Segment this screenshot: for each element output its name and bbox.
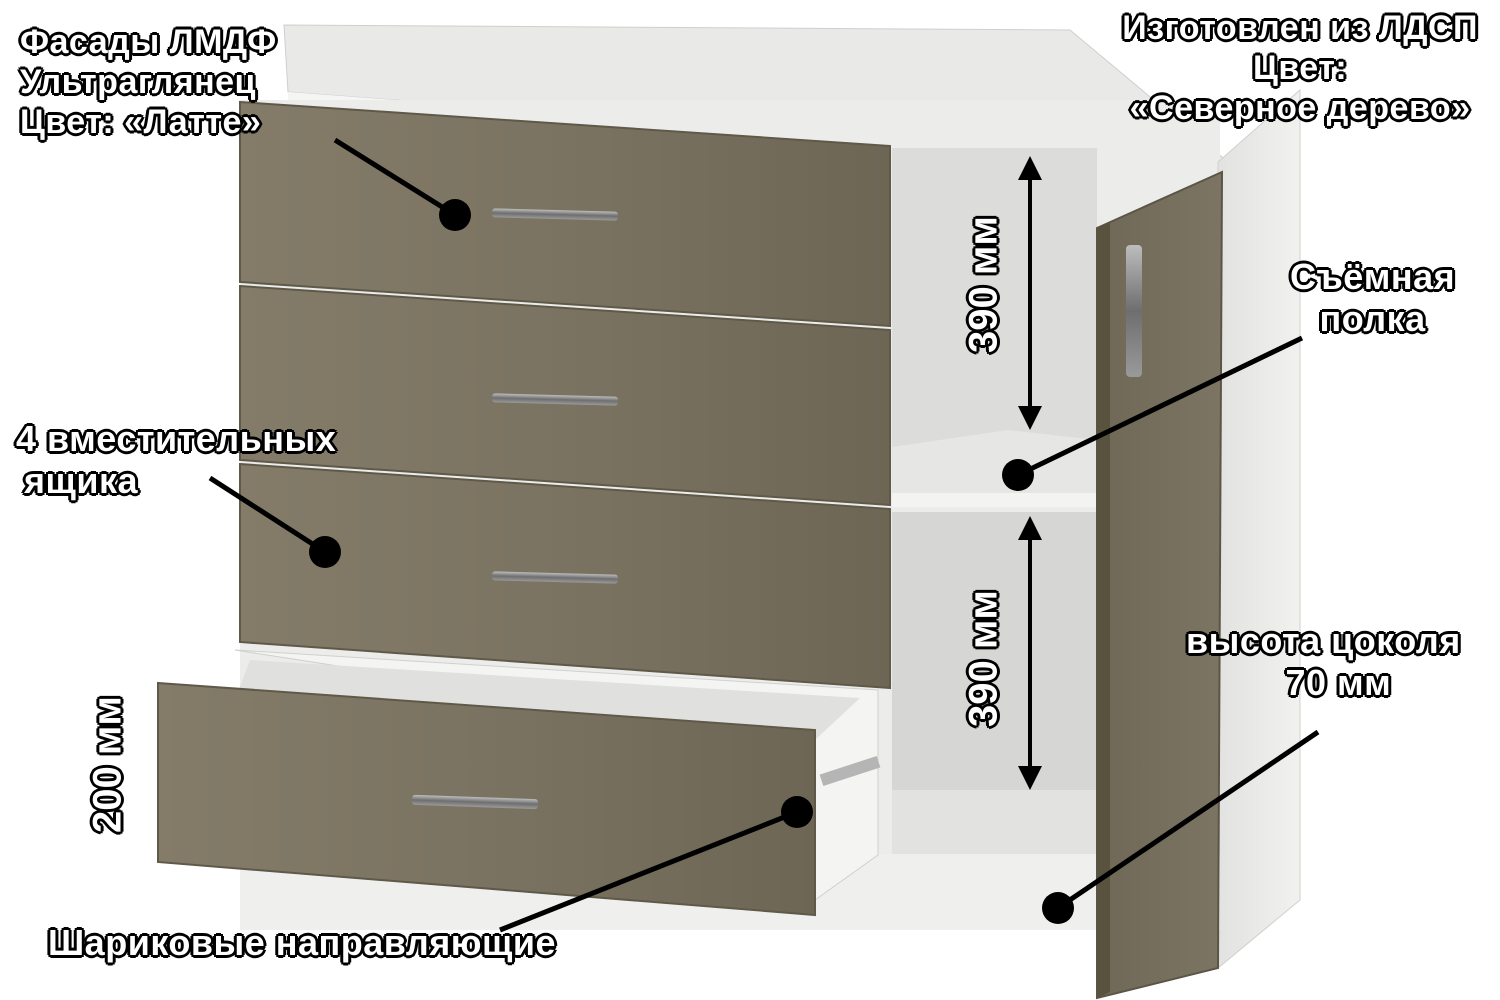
drawer-height-dimension-label: 200 мм bbox=[85, 695, 130, 834]
marker-shelf bbox=[1002, 459, 1034, 491]
callout-plinth: высота цоколя 70 мм bbox=[1186, 620, 1461, 705]
facades-line-1: Фасады ЛМДФ bbox=[20, 23, 277, 61]
callout-leaders bbox=[208, 137, 1320, 933]
slides-label: Шариковые направляющие bbox=[48, 922, 557, 963]
handle-drawer-2 bbox=[491, 393, 619, 406]
drawers-line-2: ящика bbox=[24, 460, 139, 502]
right-side-panel bbox=[1217, 88, 1301, 970]
ball-slide-rail bbox=[819, 756, 881, 786]
callout-facades: Фасады ЛМДФ Ультраглянец Цвет: «Латте» bbox=[20, 22, 277, 142]
shelf-top-face bbox=[892, 493, 1097, 507]
shelf-line-2: полка bbox=[1319, 298, 1426, 340]
drawer-4-inner bbox=[235, 660, 860, 740]
material-line-2: Цвет: bbox=[1253, 49, 1348, 88]
handle-drawer-4 bbox=[411, 794, 539, 810]
upper-niche-dimension-label: 390 мм bbox=[961, 215, 1006, 354]
drawers-line-1: 4 вместительных bbox=[16, 418, 337, 459]
shelf-surface bbox=[892, 430, 1097, 493]
handle-door bbox=[1126, 245, 1142, 377]
callout-slides: Шариковые направляющие bbox=[48, 922, 556, 964]
lower-niche-dimension-label: 390 мм bbox=[961, 589, 1006, 728]
material-line-3: «Северное дерево» bbox=[1129, 89, 1471, 128]
facades-line-2: Ультраглянец bbox=[20, 63, 256, 102]
shelf-line-1: Съёмная bbox=[1290, 256, 1456, 297]
handle-drawer-1 bbox=[491, 208, 619, 221]
drawer-handles bbox=[411, 208, 1142, 810]
marker-slides bbox=[781, 796, 813, 828]
plinth-line-1: высота цоколя bbox=[1186, 620, 1461, 661]
callout-shelf: Съёмная полка bbox=[1290, 256, 1455, 341]
callout-material: Изготовлен из ЛДСП Цвет: «Северное дерев… bbox=[1122, 8, 1478, 128]
door-edge bbox=[1097, 222, 1110, 998]
door-panel bbox=[1096, 170, 1224, 1000]
material-line-1: Изготовлен из ЛДСП bbox=[1122, 9, 1478, 47]
callout-markers bbox=[309, 199, 1074, 924]
callout-drawers: 4 вместительных ящика bbox=[16, 418, 336, 503]
handle-drawer-3 bbox=[491, 571, 619, 584]
marker-plinth bbox=[1042, 892, 1074, 924]
facades-line-3: Цвет: «Латте» bbox=[20, 103, 262, 142]
marker-facades bbox=[439, 199, 471, 231]
marker-drawers bbox=[309, 536, 341, 568]
niche-bottom bbox=[892, 790, 1097, 854]
plinth-line-2: 70 мм bbox=[1285, 662, 1392, 704]
